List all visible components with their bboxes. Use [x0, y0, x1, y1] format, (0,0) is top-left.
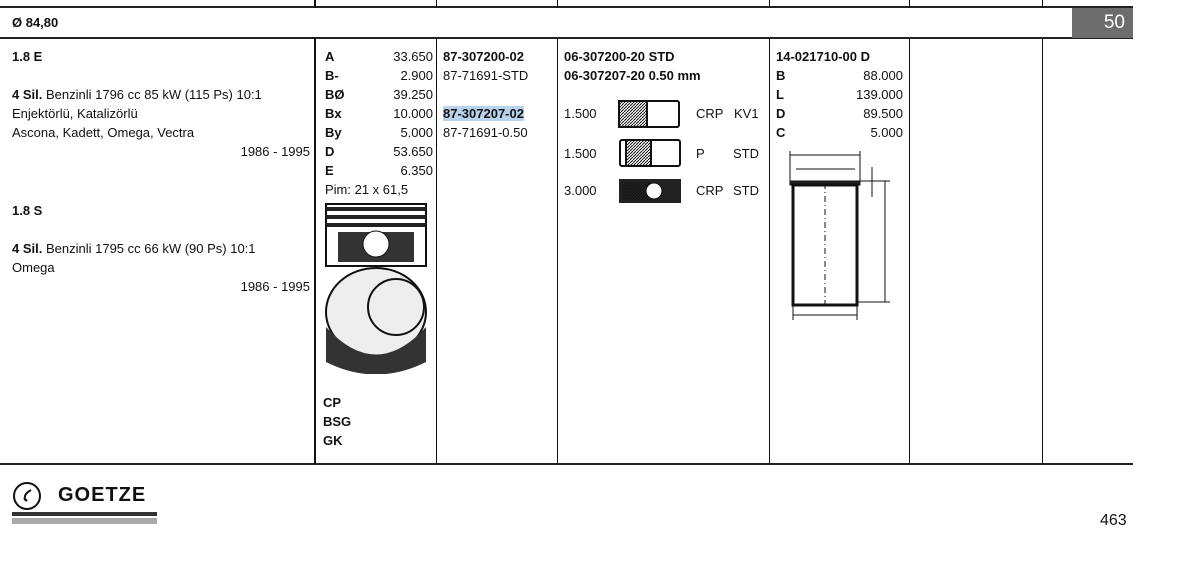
piston-dimensions: A 33.650 B- 2.900 BØ 39.250 Bx 10.000 By 5.00…	[325, 47, 433, 199]
dim-key: C	[776, 125, 786, 140]
ring-profiles	[618, 100, 681, 203]
dim-key: BØ	[325, 87, 345, 102]
ring-type: P	[696, 146, 705, 161]
page-tab: 50	[1072, 8, 1133, 38]
dim-value: 89.500	[863, 106, 903, 121]
dim-key: D	[325, 144, 335, 159]
part-number-link-selected[interactable]: 87-307207-02	[443, 106, 524, 121]
engine-models: Ascona, Kadett, Omega, Vectra	[12, 125, 195, 140]
ring-spec: STD	[733, 183, 759, 198]
dim-key: E	[325, 163, 334, 178]
ring-type: CRP	[696, 106, 724, 121]
engine-desc: Benzinli 1796 cc 85 kW (115 Ps) 10:1	[42, 87, 262, 102]
part-number-link[interactable]: 87-71691-0.50	[443, 125, 528, 140]
bottom-rule	[0, 463, 1133, 465]
ring-width: 3.000	[564, 183, 597, 198]
ring-width: 1.500	[564, 106, 597, 121]
dim-value: 33.650	[393, 49, 433, 64]
top-rule	[0, 6, 1133, 8]
divider	[436, 38, 437, 464]
dim-value: 10.000	[393, 106, 433, 121]
divider	[557, 0, 558, 8]
dim-key: D	[776, 106, 786, 121]
divider	[769, 38, 770, 464]
engine-features: Enjektörlü, Katalizörlü	[12, 106, 138, 121]
piston-types: CP BSG GK	[323, 393, 351, 450]
part-number-link[interactable]: 87-307200-02	[443, 49, 524, 64]
ring-width: 1.500	[564, 146, 597, 161]
ring-set-part[interactable]: 06-307200-20 STD	[564, 49, 675, 64]
dim-value: 139.000	[856, 87, 903, 102]
dim-key: L	[776, 87, 784, 102]
engine-2: 1.8 S 4 Sil. Benzinli 1795 cc 66 kW (90 …	[12, 201, 310, 296]
piston-type: BSG	[323, 414, 352, 429]
engine-desc: Benzinli 1795 cc 66 kW (90 Ps) 10:1	[42, 241, 256, 256]
header-rule	[0, 37, 1133, 39]
engine-models: Omega	[12, 260, 55, 275]
goetze-logo: GOETZE	[12, 481, 157, 524]
cyl-count: 4 Sil.	[12, 87, 43, 102]
dim-key: B-	[325, 68, 339, 83]
ring-sets: 06-307200-20 STD 06-307207-20 0.50 mm	[564, 47, 701, 85]
dim-value: 5.000	[400, 125, 433, 140]
goetze-emblem-icon	[13, 482, 41, 510]
part-number-link[interactable]: 87-71691-STD	[443, 68, 529, 83]
piston-drawing	[325, 203, 427, 374]
divider	[557, 38, 558, 464]
ring-spec: KV1	[734, 106, 759, 121]
divider	[314, 38, 316, 464]
dim-key: A	[325, 49, 335, 64]
piston-type: CP	[323, 395, 342, 410]
divider	[1042, 0, 1043, 8]
liner-part-number[interactable]: 14-021710-00 D	[776, 49, 870, 64]
dim-value: 5.000	[870, 125, 903, 140]
bore-size: Ø 84,80	[12, 15, 59, 30]
engine-1: 1.8 E 4 Sil. Benzinli 1796 cc 85 kW (115…	[12, 47, 310, 161]
dim-key: Bx	[325, 106, 342, 121]
dim-value: 6.350	[400, 163, 433, 178]
piston-part-numbers: 87-307200-02 87-71691-STD 87-307207-02 8…	[443, 47, 528, 142]
engine-code: 1.8 E	[12, 49, 43, 64]
piston-type: GK	[323, 433, 343, 448]
cyl-count: 4 Sil.	[12, 241, 43, 256]
dim-value: 39.250	[393, 87, 433, 102]
liner-drawing	[789, 151, 890, 320]
engine-code: 1.8 S	[12, 203, 43, 218]
divider	[436, 0, 437, 8]
dim-key: B	[776, 68, 786, 83]
engine-years: 1986 - 1995	[240, 144, 310, 159]
divider	[314, 0, 316, 8]
divider	[909, 38, 910, 464]
dim-value: 88.000	[863, 68, 903, 83]
brand-name: GOETZE	[58, 484, 147, 506]
page-number: 463	[1100, 512, 1127, 529]
dim-key: By	[325, 125, 342, 140]
divider	[769, 0, 770, 8]
divider	[909, 0, 910, 8]
ring-type: CRP	[696, 183, 724, 198]
dim-value: 2.900	[400, 68, 433, 83]
divider	[1042, 38, 1043, 464]
dim-value: 53.650	[393, 144, 433, 159]
ring-spec: STD	[733, 146, 759, 161]
engine-years: 1986 - 1995	[240, 279, 310, 294]
pin-size: Pim: 21 x 61,5	[325, 182, 409, 197]
ring-set-part[interactable]: 06-307207-20 0.50 mm	[564, 68, 701, 83]
